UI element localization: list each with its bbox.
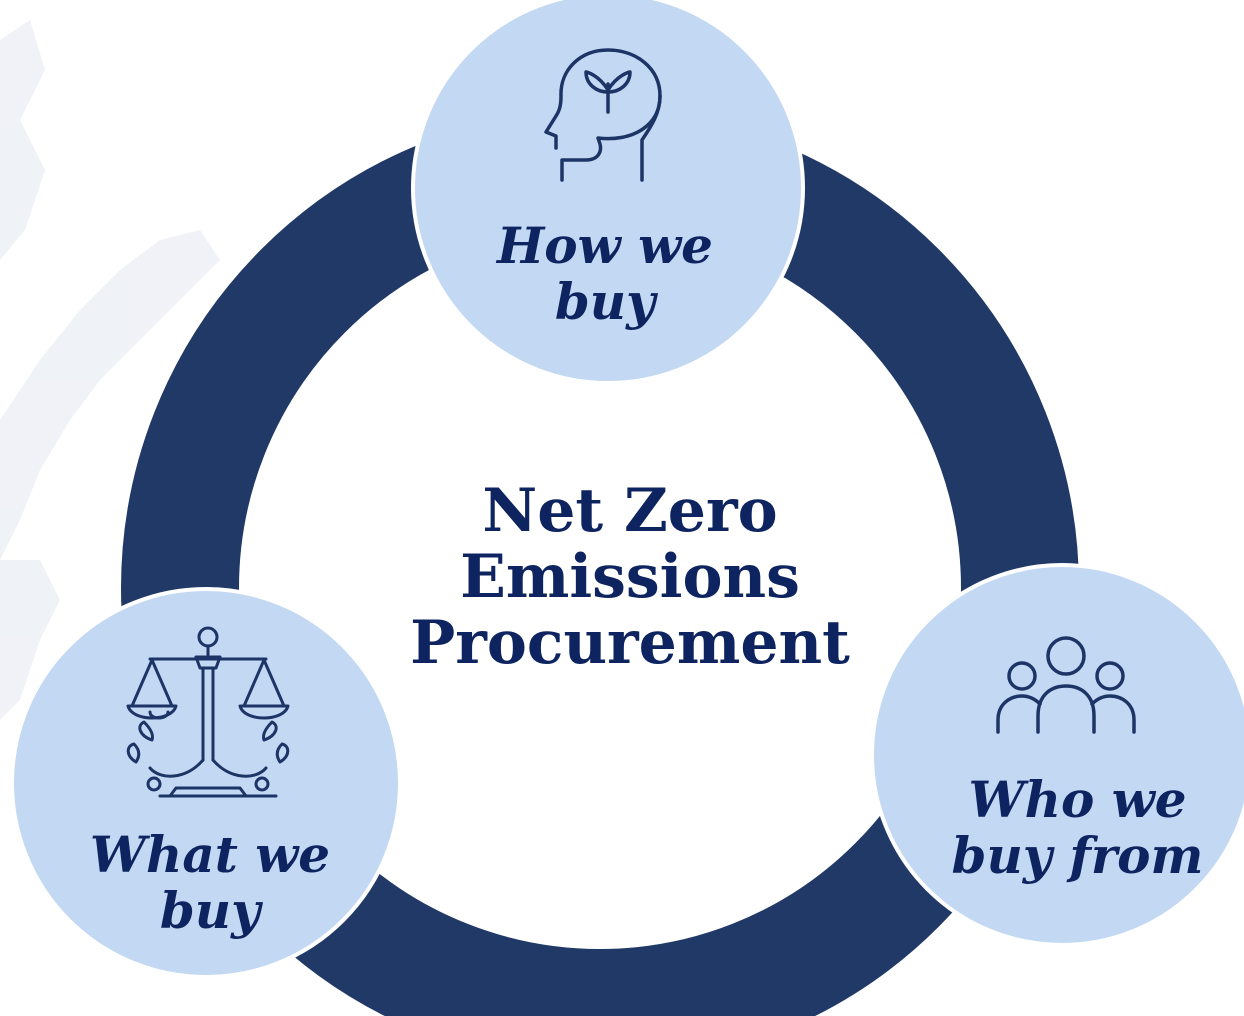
node-who-circle [870,563,1244,947]
node-how-circle [411,0,805,385]
background-watermark [0,20,220,720]
node-who-label-line-1: Who we [968,770,1187,829]
node-how-label-line-1: How we [497,216,713,275]
node-what-label-line-1: What we [89,825,331,884]
node-who-label: Who we buy from [900,772,1244,884]
balance-scale-icon [126,626,290,798]
node-how-label-line-2: buy [554,272,656,331]
node-how-label: How we buy [455,218,755,330]
node-what-circle [10,587,402,979]
head-with-sprout-icon [544,48,662,182]
center-title-line-1: Net Zero [482,476,778,546]
center-title-line-2: Emissions [460,542,800,612]
node-what-label: What we buy [30,827,390,939]
center-title: Net Zero Emissions Procurement [365,478,895,676]
node-who-label-line-2: buy from [951,826,1204,885]
people-group-icon [996,636,1136,734]
node-what-label-line-2: buy [159,881,261,940]
center-title-line-3: Procurement [410,608,850,678]
